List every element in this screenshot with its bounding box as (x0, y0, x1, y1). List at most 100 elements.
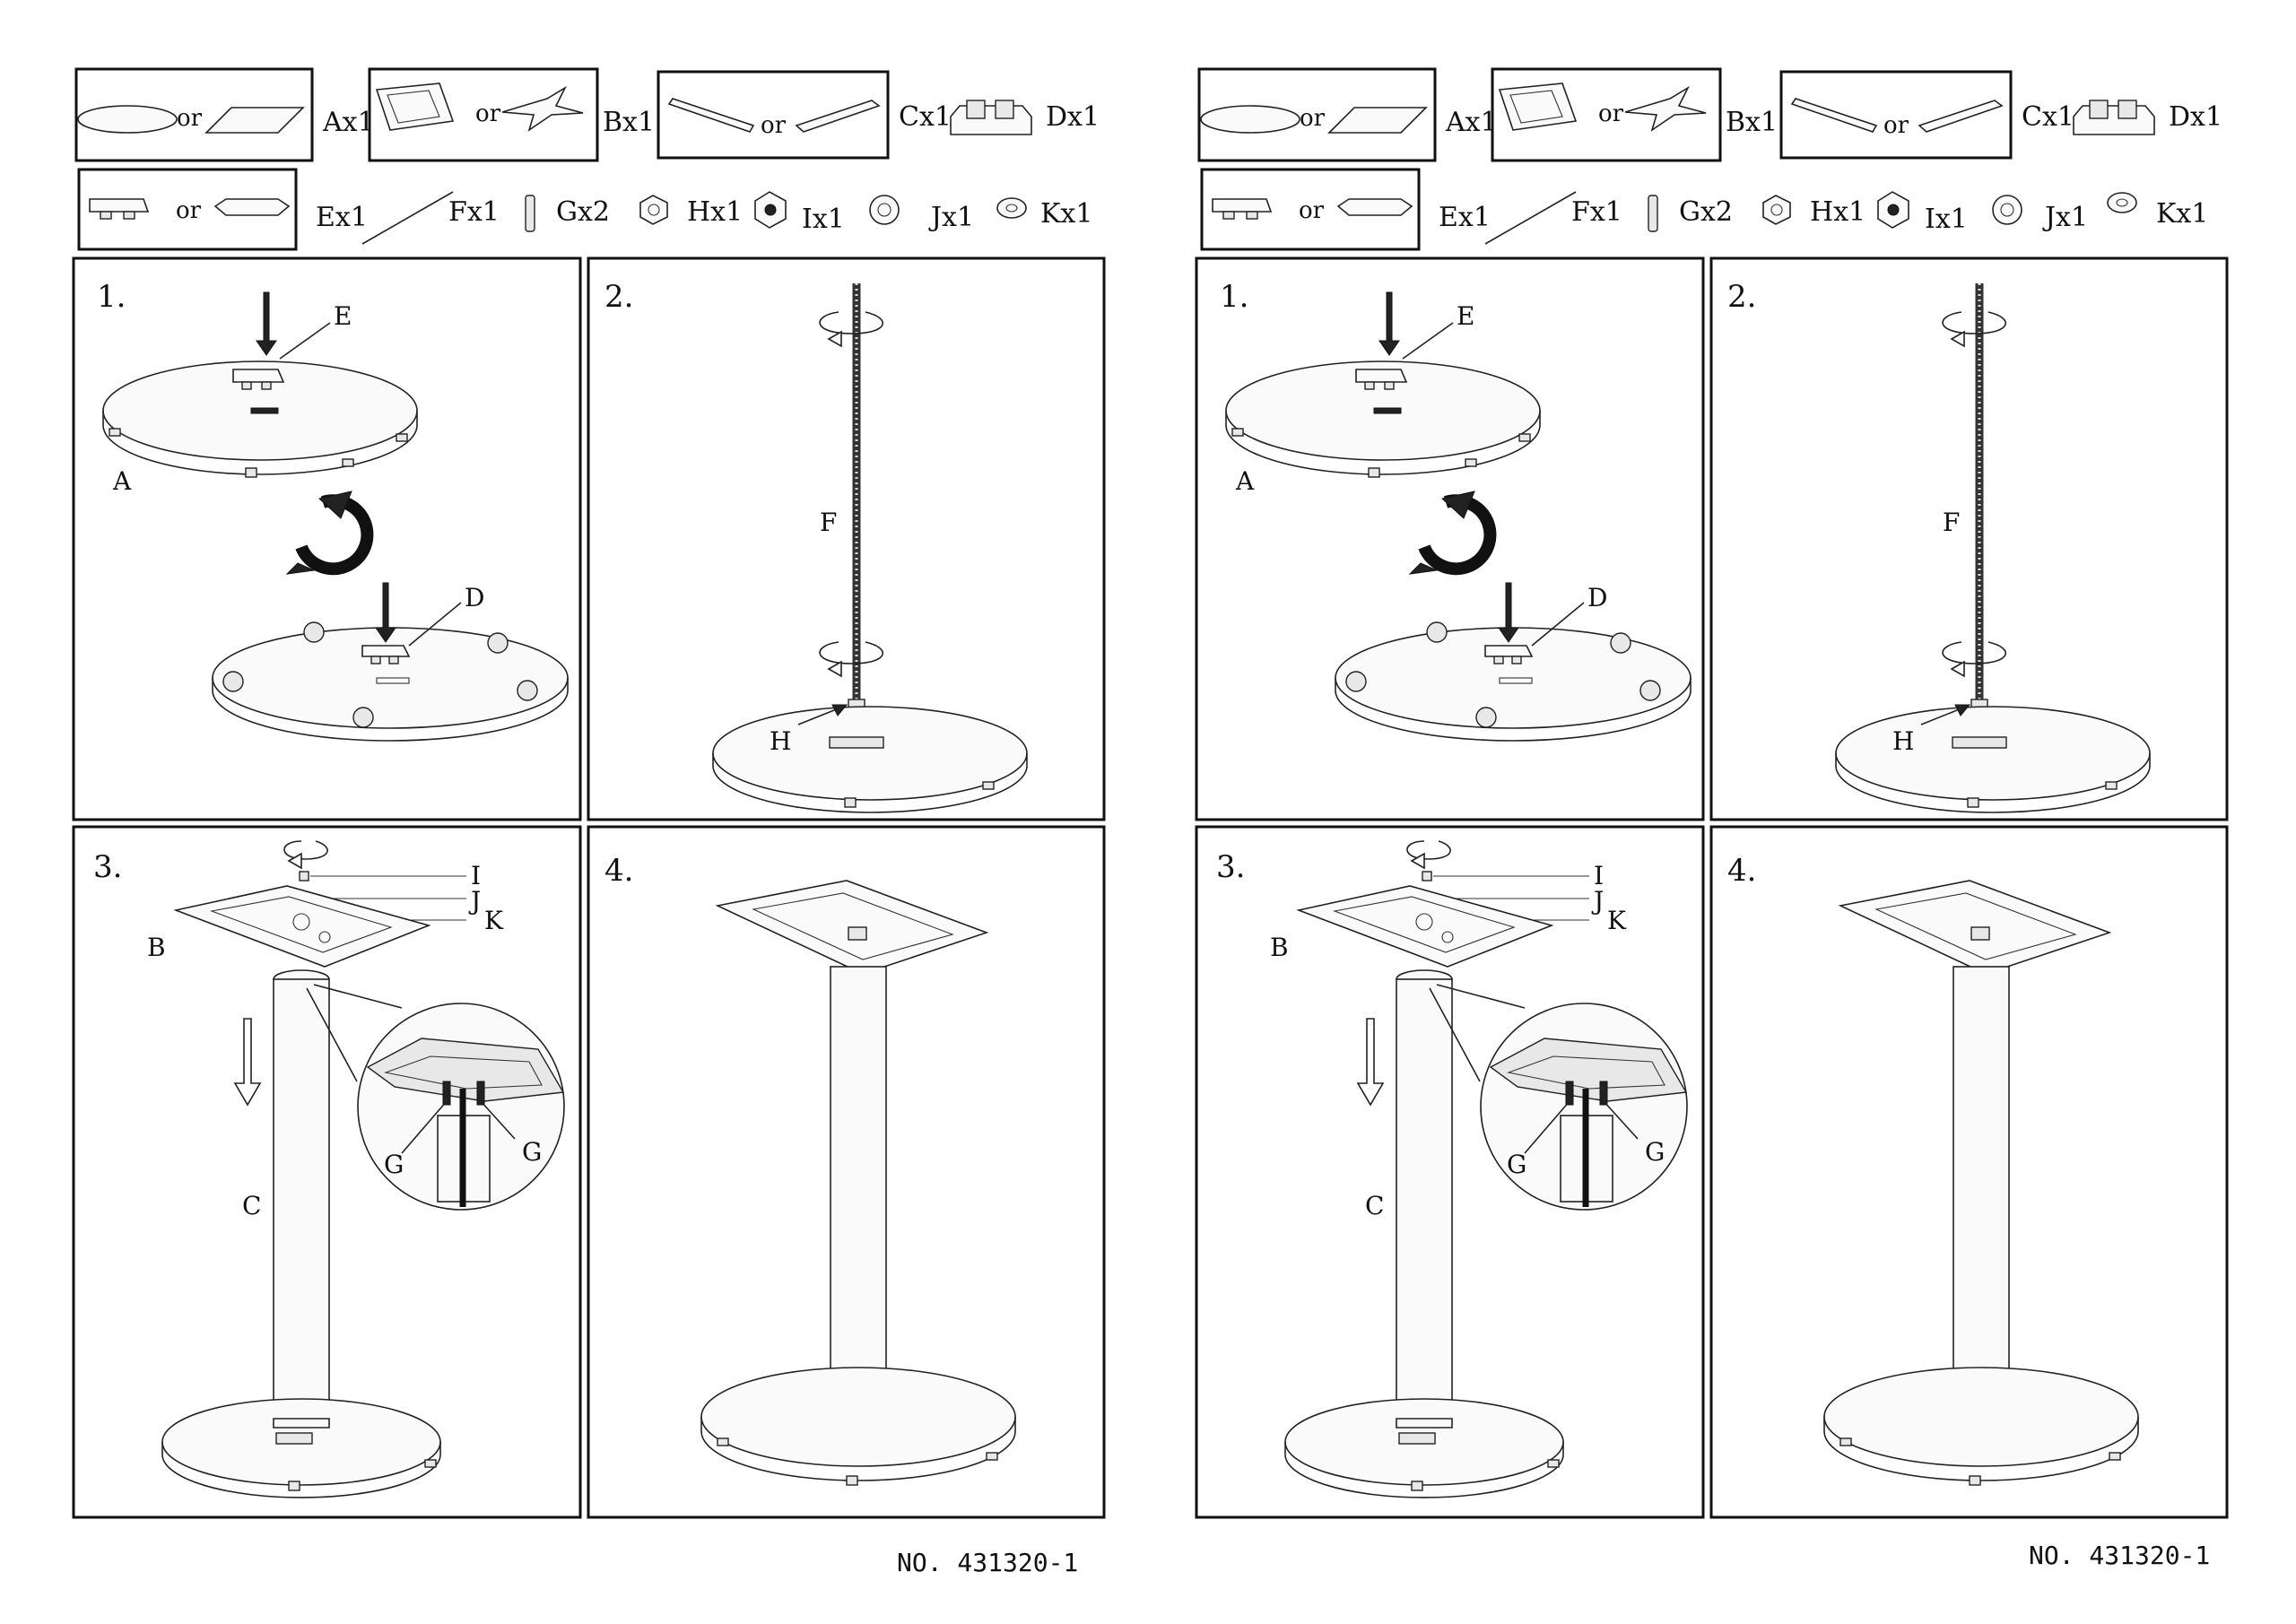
part-i-label: Ix1 (1925, 204, 1968, 235)
callout-g: G (1507, 1150, 1526, 1179)
pin-g (1599, 1081, 1608, 1106)
part-a-label: Ax1 (1445, 107, 1498, 138)
square-base-icon (1327, 107, 1428, 134)
callout-c: C (1365, 1191, 1384, 1220)
base-disc-step4 (700, 1367, 1016, 1467)
adapter-e1-icon (89, 198, 150, 213)
callout-k: K (1607, 906, 1627, 935)
part-e-box (77, 168, 298, 251)
part-e-label: Ex1 (316, 202, 368, 233)
adapter-bar (829, 736, 884, 749)
base-disc-step4 (1823, 1367, 2139, 1467)
step-1-number: 1. (97, 279, 126, 315)
spring-washer-icon (1992, 195, 2022, 225)
adapter-d (1484, 645, 1534, 657)
cross-bracket-icon (501, 85, 584, 132)
sheet-right: or Ax1 or Bx1 or Cx1 Dx1 or Ex1 Fx1 Gx2 … (1123, 0, 2271, 1624)
callout-e: E (1457, 301, 1474, 331)
square-column-icon (795, 100, 881, 133)
rotate-arrow-icon (819, 311, 883, 334)
foot-pad (1639, 680, 1661, 701)
callout-k: K (484, 906, 504, 935)
down-arrow-icon (375, 582, 396, 643)
adapter-bar (1952, 736, 2007, 749)
callout-d: D (465, 583, 484, 612)
pin-g (442, 1081, 451, 1106)
part-c-box (657, 70, 890, 160)
callout-a: A (112, 466, 132, 496)
step-1-panel (72, 256, 582, 821)
foot-pad (352, 707, 374, 728)
nut-assembled (1970, 926, 1990, 941)
instruction-sheet-left: or Ax1 or Bx1 or Cx1 Dx1 or Ex1 Fx1 Gx2 … (72, 67, 1106, 1577)
callout-e: E (334, 301, 352, 331)
part-h-label: Hx1 (687, 196, 743, 228)
down-arrow-outline-icon (1356, 1018, 1385, 1107)
part-b-box (1491, 67, 1722, 162)
step-2-number: 2. (604, 279, 633, 315)
foot-pad (1426, 621, 1448, 643)
pin-icon (525, 195, 535, 232)
round-base-icon (77, 105, 178, 134)
step-4-number: 4. (604, 853, 633, 889)
rotate-arrow-icon (283, 840, 328, 860)
callout-a: A (1235, 466, 1255, 496)
adapter-bar (275, 1432, 313, 1445)
lock-nut-i (1422, 871, 1432, 881)
callout-i: I (471, 861, 481, 890)
part-d-label: Dx1 (2169, 101, 2222, 133)
part-j-label: Jx1 (2042, 202, 2088, 233)
part-d-label: Dx1 (1046, 101, 1100, 133)
down-arrow-icon (1498, 582, 1519, 643)
rotate-arrow-icon (1942, 311, 2006, 334)
column-c (1396, 978, 1453, 1420)
foot-pad (1610, 632, 1631, 654)
column-assembled (1952, 966, 2010, 1416)
callout-g: G (522, 1137, 542, 1167)
step-2-panel (1709, 256, 2229, 821)
part-c-label: Cx1 (2022, 101, 2074, 133)
round-column-icon (667, 98, 755, 133)
pin-g (1565, 1081, 1574, 1106)
column-assembled (830, 966, 887, 1416)
step-1-panel (1195, 256, 1705, 821)
callout-h: H (770, 726, 791, 756)
or-text: or (475, 100, 501, 127)
step-1-number: 1. (1220, 279, 1248, 315)
part-b-box (368, 67, 599, 162)
threaded-rod-icon (361, 191, 454, 245)
foot-pad (222, 671, 244, 692)
callout-d: D (1587, 583, 1607, 612)
foot-pad (517, 680, 538, 701)
column-c (273, 978, 330, 1420)
down-arrow-icon (1378, 291, 1400, 356)
part-h-label: Hx1 (1810, 196, 1866, 228)
lock-nut-i (299, 871, 309, 881)
or-text: or (1300, 105, 1326, 132)
doc-number: NO. 431320-1 (2029, 1541, 2210, 1570)
flat-washer-icon (2107, 192, 2137, 213)
part-e-label: Ex1 (1439, 202, 1491, 233)
step-3-panel (72, 825, 582, 1519)
adapter-e (232, 369, 285, 383)
part-a-label: Ax1 (322, 107, 375, 138)
part-c-label: Cx1 (899, 101, 952, 133)
rotate-arrow-icon (1406, 840, 1451, 860)
top-plate-icon (1498, 83, 1578, 131)
down-arrow-icon (256, 291, 277, 356)
round-column-icon (1790, 98, 1878, 133)
adapter-e (1355, 369, 1408, 383)
callout-g: G (1645, 1137, 1665, 1167)
down-arrow-outline-icon (233, 1018, 262, 1107)
callout-j: J (468, 886, 481, 916)
part-a-box (1197, 67, 1437, 162)
step-3-number: 3. (1216, 849, 1245, 885)
round-base-icon (1200, 105, 1300, 134)
flat-washer-icon (996, 197, 1027, 219)
square-column-icon (1918, 100, 2004, 133)
step-4-panel (1709, 825, 2229, 1519)
callout-f: F (1943, 508, 1960, 537)
base-disc-step2 (712, 706, 1028, 801)
adapter-e2-icon (213, 198, 291, 216)
or-text: or (177, 105, 203, 132)
